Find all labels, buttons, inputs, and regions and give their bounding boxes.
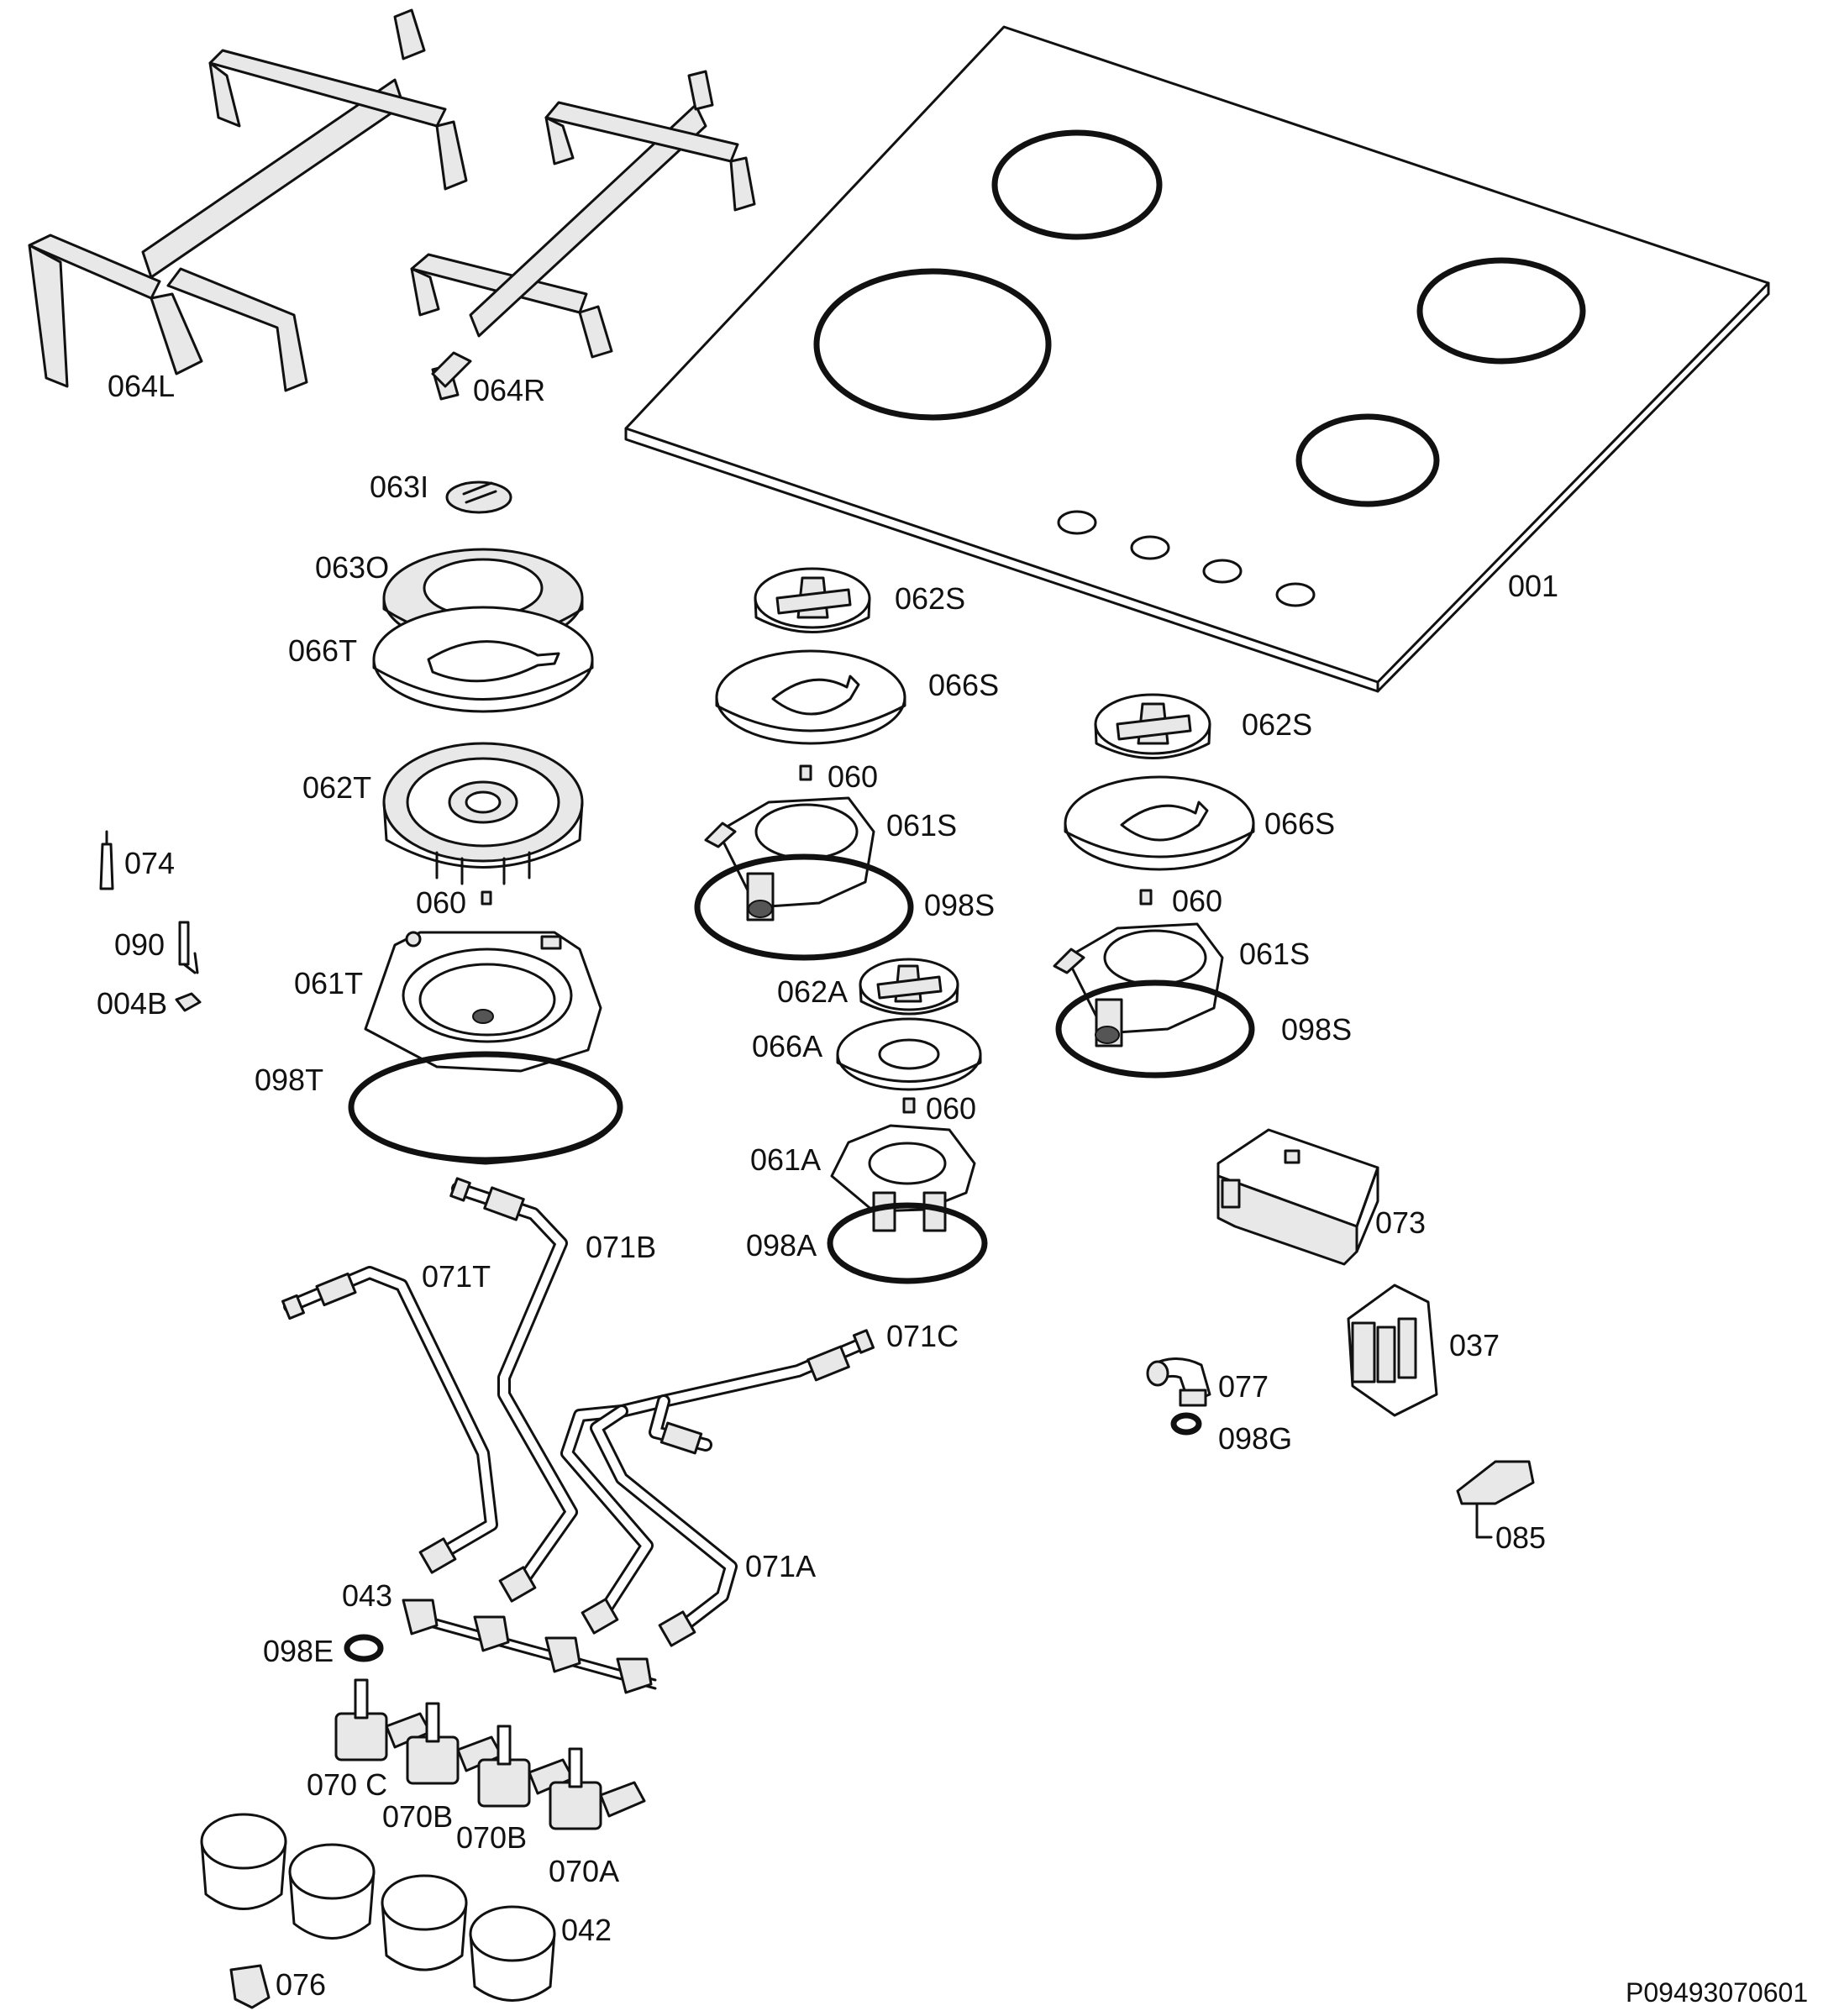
part-060-injector-s2[interactable] <box>1139 889 1153 906</box>
part-062S-burner-cap-2[interactable] <box>1094 693 1211 759</box>
label-060-triple: 060 <box>416 885 466 920</box>
part-062A-aux-burner-cap[interactable] <box>859 958 959 1016</box>
label-004B: 004B <box>97 986 167 1021</box>
label-066S-2: 066S <box>1264 806 1335 841</box>
label-061T: 061T <box>294 966 363 1000</box>
part-060-injector-triple[interactable] <box>481 890 492 906</box>
part-071T-gas-pipe[interactable] <box>281 1266 498 1574</box>
part-004B-clip[interactable] <box>175 992 202 1012</box>
label-066T: 066T <box>288 633 357 668</box>
label-063O: 063O <box>315 550 389 585</box>
label-076: 076 <box>276 1967 326 2002</box>
part-060-injector-aux[interactable] <box>902 1097 916 1114</box>
part-070B-gas-tap-2[interactable] <box>477 1725 575 1808</box>
label-042: 042 <box>561 1913 612 1947</box>
label-001: 001 <box>1508 569 1558 603</box>
part-076-clip[interactable] <box>229 1964 271 2009</box>
label-074: 074 <box>124 846 175 880</box>
label-098A: 098A <box>746 1228 817 1263</box>
label-064R: 064R <box>473 373 545 407</box>
part-066A-aux-flame-spreader[interactable] <box>836 1017 982 1091</box>
label-070A: 070A <box>549 1854 619 1888</box>
label-070C: 070 C <box>307 1767 387 1802</box>
label-061S-1: 061S <box>886 808 957 843</box>
label-071C: 071C <box>886 1319 959 1353</box>
part-070A-gas-tap[interactable] <box>549 1747 646 1830</box>
label-043: 043 <box>342 1578 392 1613</box>
part-077-elbow-connector[interactable] <box>1146 1357 1211 1407</box>
part-060-injector-s1[interactable] <box>799 764 812 781</box>
label-070B-1: 070B <box>382 1799 453 1834</box>
label-066S-1: 066S <box>928 668 999 702</box>
label-066A: 066A <box>752 1029 822 1063</box>
part-073-spark-generator[interactable] <box>1216 1128 1379 1266</box>
part-043-ignition-rail[interactable] <box>402 1599 657 1694</box>
part-066S-flame-spreader-1[interactable] <box>715 649 906 745</box>
part-064R-pan-support[interactable] <box>410 70 756 401</box>
label-090: 090 <box>114 927 165 962</box>
label-098S-2: 098S <box>1281 1012 1352 1047</box>
label-077: 077 <box>1218 1369 1269 1404</box>
part-064L-pan-support[interactable] <box>28 8 468 392</box>
part-071A-gas-pipe[interactable] <box>590 1404 738 1647</box>
part-098S-seal-1[interactable] <box>694 853 914 961</box>
label-070B-2: 070B <box>456 1820 527 1855</box>
label-073: 073 <box>1375 1205 1426 1240</box>
label-060-aux: 060 <box>926 1091 976 1126</box>
label-071A: 071A <box>745 1549 816 1583</box>
part-074-spark-plug[interactable] <box>99 830 114 890</box>
part-063I-inner-cap[interactable] <box>445 480 512 514</box>
part-098E-o-ring[interactable] <box>344 1634 384 1662</box>
part-061S-burner-cup-1[interactable] <box>704 796 875 921</box>
part-001-glass-top[interactable] <box>624 25 1770 693</box>
label-063I: 063I <box>370 470 428 504</box>
part-070B-gas-tap-1[interactable] <box>406 1702 503 1785</box>
part-098A-aux-seal[interactable] <box>827 1202 988 1284</box>
part-042-control-knobs[interactable] <box>200 1813 556 2002</box>
part-090-thermocouple[interactable] <box>178 921 199 974</box>
part-061A-aux-burner-cup[interactable] <box>830 1124 976 1232</box>
part-098T-triple-seal[interactable] <box>348 1051 623 1165</box>
label-060-s2: 060 <box>1172 884 1222 918</box>
label-098E: 098E <box>263 1634 334 1668</box>
label-060-s1: 060 <box>828 759 878 794</box>
label-062A: 062A <box>777 974 848 1009</box>
label-098T: 098T <box>255 1063 323 1097</box>
part-066S-flame-spreader-2[interactable] <box>1064 775 1255 871</box>
label-061A: 061A <box>750 1142 821 1177</box>
label-098G: 098G <box>1218 1421 1292 1456</box>
part-085-clamp[interactable] <box>1456 1460 1535 1539</box>
label-062S-2: 062S <box>1242 707 1312 742</box>
part-071B-gas-pipe[interactable] <box>449 1177 578 1603</box>
part-098G-seal[interactable] <box>1170 1412 1202 1436</box>
label-071T: 071T <box>422 1259 491 1294</box>
label-062S-1: 062S <box>895 581 965 616</box>
part-062S-burner-cap-1[interactable] <box>754 567 871 633</box>
part-061T-triple-burner-cup[interactable] <box>364 931 602 1073</box>
part-098S-seal-2[interactable] <box>1055 979 1255 1079</box>
label-037: 037 <box>1449 1328 1500 1362</box>
drawing-code: P09493070601 <box>1626 1977 1808 2008</box>
label-071B: 071B <box>586 1230 656 1264</box>
part-062T-triple-burner-head[interactable] <box>382 742 584 885</box>
part-066T-flame-spreader-plate[interactable] <box>372 606 594 713</box>
label-061S-2: 061S <box>1239 937 1310 971</box>
part-037-terminal-block[interactable] <box>1347 1284 1438 1417</box>
part-071C-gas-pipe[interactable] <box>560 1329 875 1635</box>
label-085: 085 <box>1495 1520 1546 1555</box>
label-064L: 064L <box>108 369 175 403</box>
label-062T: 062T <box>302 770 371 805</box>
label-098S-1: 098S <box>924 888 995 922</box>
